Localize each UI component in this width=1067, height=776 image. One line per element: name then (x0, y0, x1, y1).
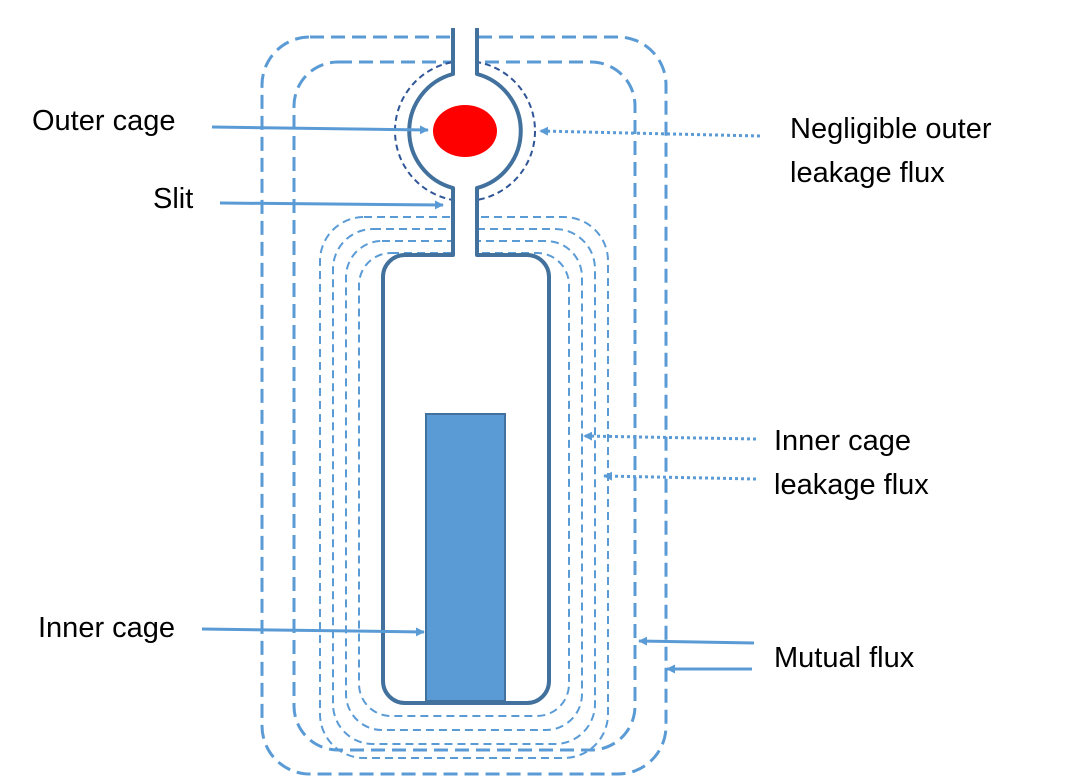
inner-leakage-arrow-1 (583, 431, 757, 441)
label-negligible-line2: leakage flux (790, 157, 945, 189)
label-outer-cage: Outer cage (32, 105, 175, 137)
inner-leakage-arrow-2 (603, 471, 757, 481)
outer-leakage-flux-circle (394, 60, 536, 202)
rotor-slot-outline (381, 28, 551, 705)
negligible-flux-arrow (539, 126, 761, 138)
outer-cage-arrow (211, 125, 429, 135)
slit-arrow (219, 200, 444, 210)
label-mutual-flux: Mutual flux (774, 642, 915, 674)
label-slit: Slit (153, 183, 193, 215)
label-negligible-line1: Negligible outer (790, 113, 992, 145)
inner-cage-arrow (201, 627, 425, 637)
leakage-flux-line-1 (319, 216, 609, 759)
label-inner-leakage-line2: leakage flux (774, 469, 929, 501)
mutual-flux-arrow-1 (638, 636, 755, 646)
label-inner-cage: Inner cage (38, 612, 175, 644)
outer-cage-bar (433, 105, 497, 157)
label-inner-leakage-line1: Inner cage (774, 425, 911, 457)
inner-cage-bar (425, 413, 506, 702)
